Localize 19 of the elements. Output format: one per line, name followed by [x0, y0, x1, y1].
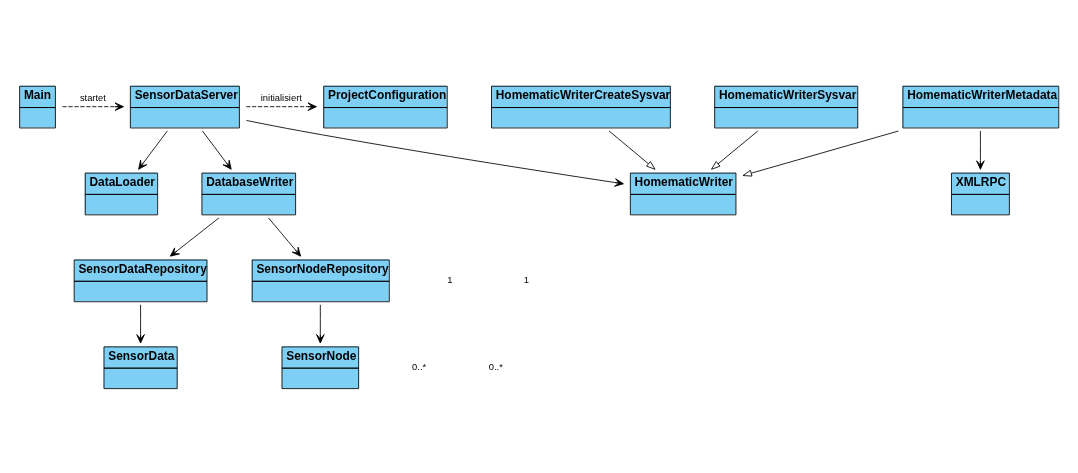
arrow: [742, 130, 899, 176]
arrow: [976, 130, 985, 170]
arrow: [711, 130, 759, 170]
edge-label: startet: [79, 92, 106, 103]
arrow: [245, 101, 317, 111]
label: 1: [447, 274, 453, 285]
arrow: [202, 130, 232, 170]
arrow: [608, 130, 656, 170]
arrow: [136, 303, 145, 343]
arrow: [169, 217, 220, 257]
edge-label: initialisiert: [260, 92, 302, 103]
arrow: [138, 130, 168, 170]
arrow: [268, 217, 302, 257]
label: 0..*: [488, 361, 503, 372]
arrow: [246, 119, 624, 187]
label: 1: [523, 274, 530, 285]
arrow: [62, 101, 124, 111]
arrow: [316, 303, 325, 343]
label: 0..*: [412, 361, 427, 372]
